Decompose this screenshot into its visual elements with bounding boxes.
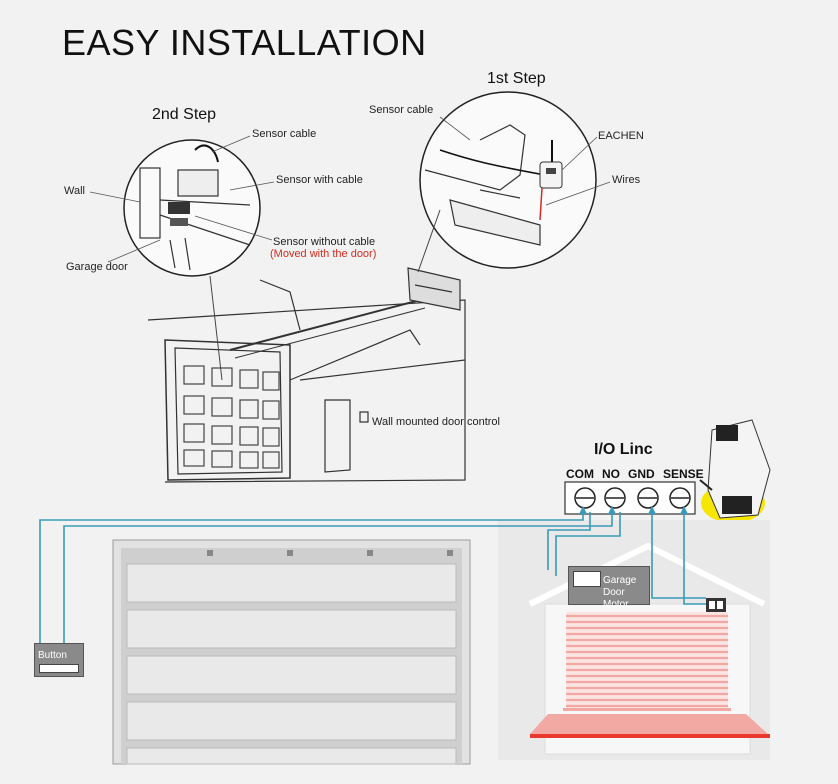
- label-sensor-without-cable: Sensor without cable: [273, 236, 376, 248]
- label-sensor-with-cable: Sensor with cable: [276, 174, 363, 186]
- wiring: [39, 512, 706, 644]
- step1-title: 1st Step: [487, 70, 546, 87]
- label-garage-door: Garage door: [66, 261, 128, 273]
- label-sensor-cable-step2: Sensor cable: [252, 128, 317, 140]
- page-title: EASY INSTALLATION: [62, 22, 427, 63]
- terminal-label-gnd: GND: [628, 467, 655, 481]
- terminal-block: [564, 481, 696, 515]
- step2-detail-circle: [123, 139, 261, 381]
- label-wall-control: Wall mounted door control: [372, 416, 500, 428]
- terminal-label-no: NO: [602, 467, 620, 481]
- button-label: Button: [38, 650, 67, 661]
- wall-button: Button: [34, 643, 84, 677]
- motor-label-line1: Garage: [603, 575, 637, 586]
- button-switch-bar: [39, 664, 79, 673]
- label-eachen: EACHEN: [598, 130, 644, 142]
- roller-door-illustration: [112, 539, 471, 765]
- label-moved-with-door: (Moved with the door): [270, 248, 377, 260]
- label-sensor-cable-step1: Sensor cable: [369, 104, 434, 116]
- step1-detail-circle: [417, 91, 597, 273]
- leader-lines: [89, 116, 611, 263]
- terminal-label-sense: SENSE: [663, 467, 704, 481]
- motor-label-line2: Door Motor: [603, 587, 629, 610]
- step2-title: 2nd Step: [152, 106, 217, 123]
- motor-terminal: [573, 571, 601, 587]
- label-wires: Wires: [612, 174, 641, 186]
- house-illustration: [498, 520, 770, 760]
- garage-line-drawing: [147, 267, 466, 483]
- eachen-device: [699, 419, 771, 523]
- label-wall: Wall: [64, 185, 85, 197]
- wire-arrows: [579, 506, 688, 514]
- terminal-label-com: COM: [566, 467, 594, 481]
- door-stripes: [563, 612, 731, 711]
- io-linc-title: I/O Linc: [594, 441, 653, 458]
